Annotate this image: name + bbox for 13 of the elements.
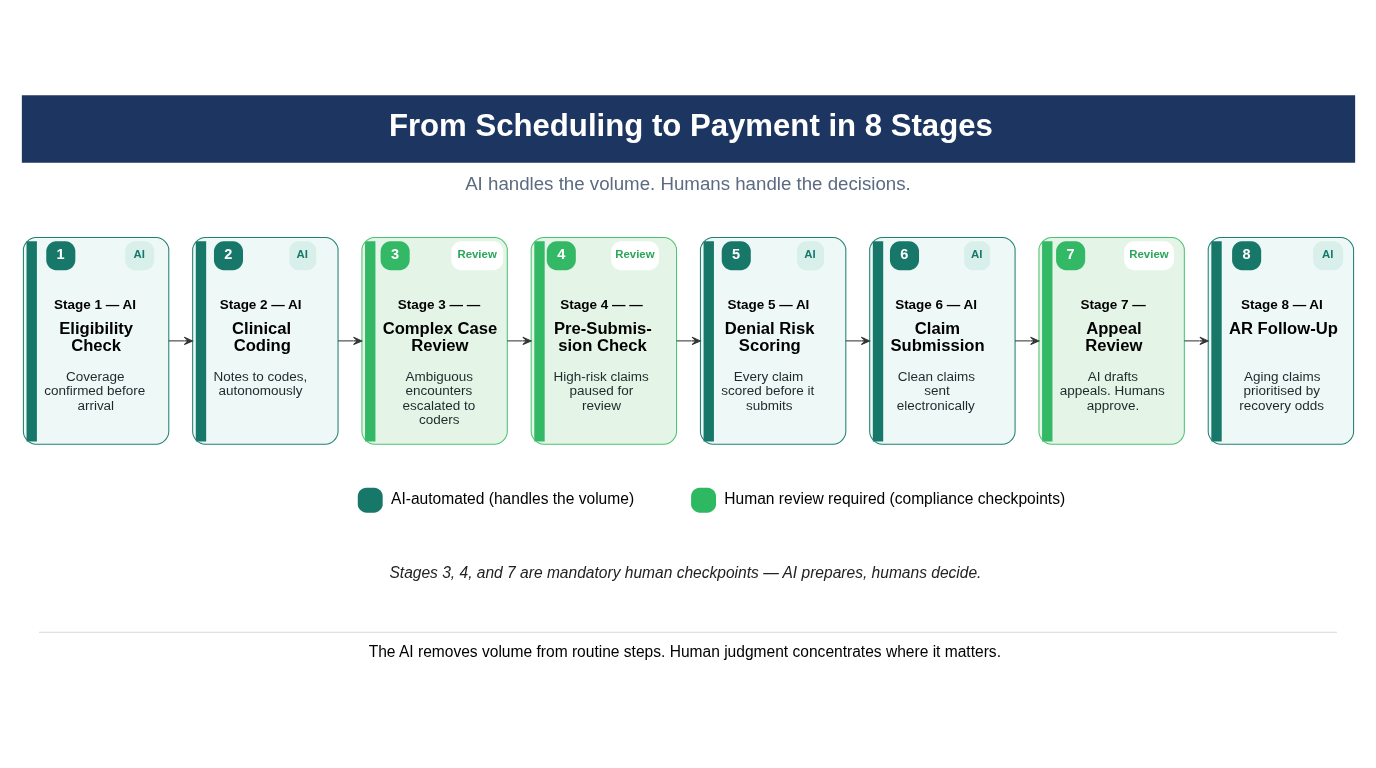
label: The AI removes volume from routine steps. Human judgment concentrates where it matters. [368, 642, 1001, 660]
arrow [675, 336, 701, 345]
label: Stages 3, 4, and 7 are mandatory human checkpoints — AI prepares, humans decide. [388, 563, 981, 581]
arrow [506, 336, 532, 345]
arrow [1183, 336, 1209, 345]
legend-label: Human review required (compliance checkpoints) [723, 489, 1065, 507]
arrow [167, 336, 193, 345]
arrow [337, 336, 362, 345]
diagram-title: From Scheduling to Payment in 8 Stages [388, 107, 993, 143]
arrow [1014, 336, 1039, 345]
label: AI handles the volume. Humans handle the decisions. [464, 172, 911, 194]
legend-label: AI-automated (handles the volume) [390, 489, 634, 507]
arrow [844, 336, 870, 345]
